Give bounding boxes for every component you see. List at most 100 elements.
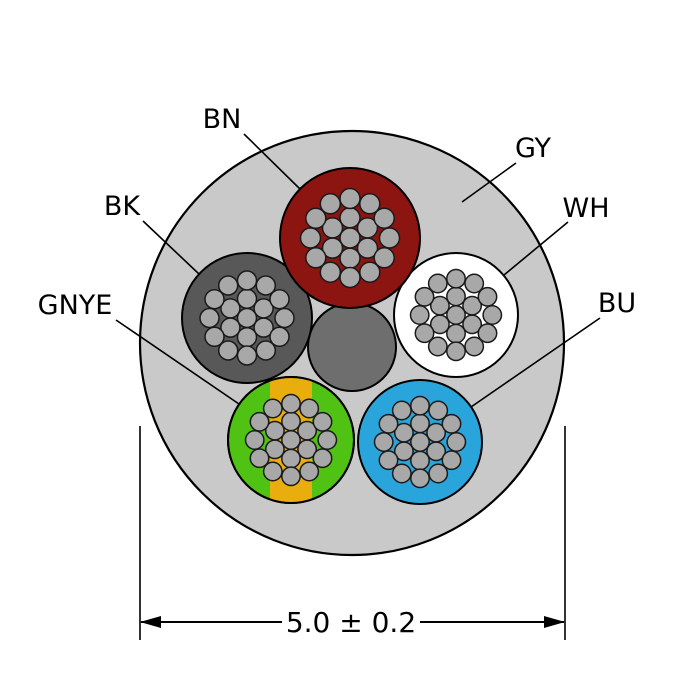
wire-strand	[299, 398, 320, 419]
conductor-bn-strands	[299, 187, 401, 289]
wire-strand	[464, 273, 485, 294]
label-bn: BN	[203, 104, 242, 135]
wire-strand	[262, 398, 283, 419]
wire-strand	[446, 341, 466, 362]
wire-strand	[339, 266, 361, 289]
wire-strand	[477, 323, 498, 344]
leader-line-wh	[503, 221, 569, 276]
wire-strand	[409, 305, 430, 325]
wire-strand	[446, 323, 466, 344]
wire-strand	[253, 298, 274, 319]
wire-strand	[339, 227, 361, 249]
leader-line-gnye	[115, 319, 240, 405]
wire-strand	[427, 336, 448, 357]
wire-strand	[269, 326, 290, 348]
wire-strand	[305, 207, 327, 230]
dimension-arrow-right	[544, 616, 565, 628]
wire-strand	[236, 288, 258, 310]
conductor-bk	[181, 252, 313, 384]
wire-strand	[462, 295, 483, 316]
wire-strand	[236, 270, 258, 291]
wire-strand	[410, 413, 430, 434]
wire-strand	[281, 393, 301, 414]
wire-strand	[244, 430, 265, 450]
wire-strand	[428, 463, 449, 484]
wire-strand	[297, 420, 318, 441]
wire-strand	[274, 307, 295, 329]
wire-strand	[359, 193, 381, 215]
wire-strand	[426, 422, 447, 443]
wire-strand	[414, 286, 435, 307]
center-filler	[307, 302, 397, 392]
wire-strand	[255, 275, 277, 296]
wire-strand	[373, 247, 395, 269]
wire-strand	[477, 286, 498, 307]
wire-strand	[281, 411, 301, 432]
dimension-text: 5.0 ± 0.2	[286, 606, 416, 639]
wire-strand	[269, 288, 290, 310]
wire-strand	[378, 227, 401, 249]
wire-strand	[359, 261, 381, 283]
conductor-bu	[357, 379, 483, 505]
wire-strand	[312, 411, 333, 432]
wire-strand	[199, 307, 220, 329]
wire-strand	[319, 261, 342, 283]
leader-line-bk	[142, 220, 200, 275]
wire-strand	[373, 432, 394, 452]
wire-strand	[441, 450, 462, 471]
wire-strand	[281, 448, 301, 469]
wire-strand	[339, 247, 361, 269]
wire-strand	[281, 430, 301, 450]
wire-strand	[391, 463, 412, 484]
conductor-gnye-outline	[227, 376, 355, 504]
wire-strand	[410, 468, 430, 489]
wire-strand	[410, 432, 430, 452]
wire-strand	[220, 298, 241, 319]
conductor-gnye-strands	[244, 393, 338, 487]
label-wh: WH	[563, 193, 610, 224]
wire-strand	[299, 227, 322, 249]
wire-strand	[255, 340, 277, 361]
leader-line-bu	[470, 317, 601, 408]
conductor-bk-strands	[199, 270, 295, 366]
wire-strand	[236, 307, 258, 329]
wire-strand	[427, 273, 448, 294]
wire-strand	[391, 400, 412, 421]
wire-strand	[281, 466, 301, 487]
wire-strand	[446, 268, 466, 289]
wire-strand	[410, 395, 430, 416]
wire-strand	[373, 207, 395, 229]
wire-strand	[312, 448, 333, 469]
wire-strand	[236, 345, 258, 366]
wire-strand	[441, 413, 462, 434]
label-bu: BU	[598, 288, 636, 319]
wire-strand	[204, 288, 225, 310]
wire-strand	[217, 340, 239, 361]
wire-strand	[428, 400, 449, 421]
wire-strand	[321, 217, 344, 239]
wire-strand	[204, 326, 225, 348]
leader-line-gy	[461, 162, 517, 203]
wire-strand	[446, 305, 466, 325]
wire-strand	[339, 207, 361, 229]
wire-strand	[464, 336, 485, 357]
label-gnye: GNYE	[38, 290, 113, 321]
wire-strand	[317, 430, 338, 450]
conductor-wh-strands	[409, 268, 503, 362]
wire-strand	[264, 420, 285, 441]
conductor-bu-strands	[373, 395, 467, 489]
wire-strand	[217, 275, 239, 296]
conductor-wh	[393, 252, 519, 378]
wire-strand	[339, 187, 361, 210]
label-gy: GY	[515, 133, 552, 164]
wire-strand	[429, 295, 450, 316]
wire-strand	[305, 247, 327, 269]
wire-strand	[356, 217, 379, 239]
wire-strand	[249, 411, 270, 432]
wire-strand	[414, 323, 435, 344]
conductor-bn	[279, 167, 421, 309]
wire-strand	[299, 461, 320, 482]
wire-strand	[378, 450, 399, 471]
